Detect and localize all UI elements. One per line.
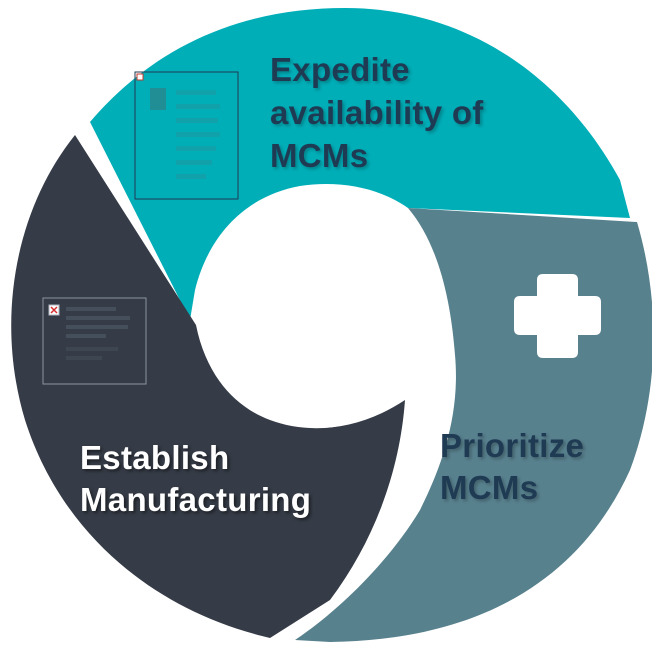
segment-establish: [11, 135, 405, 638]
center-hole: [200, 192, 436, 428]
label-prioritize-line-1: Prioritize: [440, 427, 585, 464]
label-expedite-line-2: availability of: [270, 94, 484, 131]
label-establish-line-1: Establish: [80, 439, 230, 476]
broken-image-placeholder-establish: [42, 297, 147, 385]
label-expedite-line-3: MCMs: [270, 137, 369, 174]
medical-cross-icon: [514, 274, 601, 358]
label-establish-line-2: Manufacturing: [80, 481, 312, 518]
label-expedite: Expedite availability of MCMs: [270, 48, 550, 177]
label-expedite-line-1: Expedite: [270, 51, 410, 88]
broken-image-icon: [136, 73, 144, 81]
label-prioritize-line-2: MCMs: [440, 469, 539, 506]
label-establish: Establish Manufacturing: [80, 437, 360, 521]
broken-image-placeholder-expedite: [134, 71, 239, 200]
label-prioritize: Prioritize MCMs: [440, 425, 640, 509]
segment-expedite: [90, 8, 630, 320]
